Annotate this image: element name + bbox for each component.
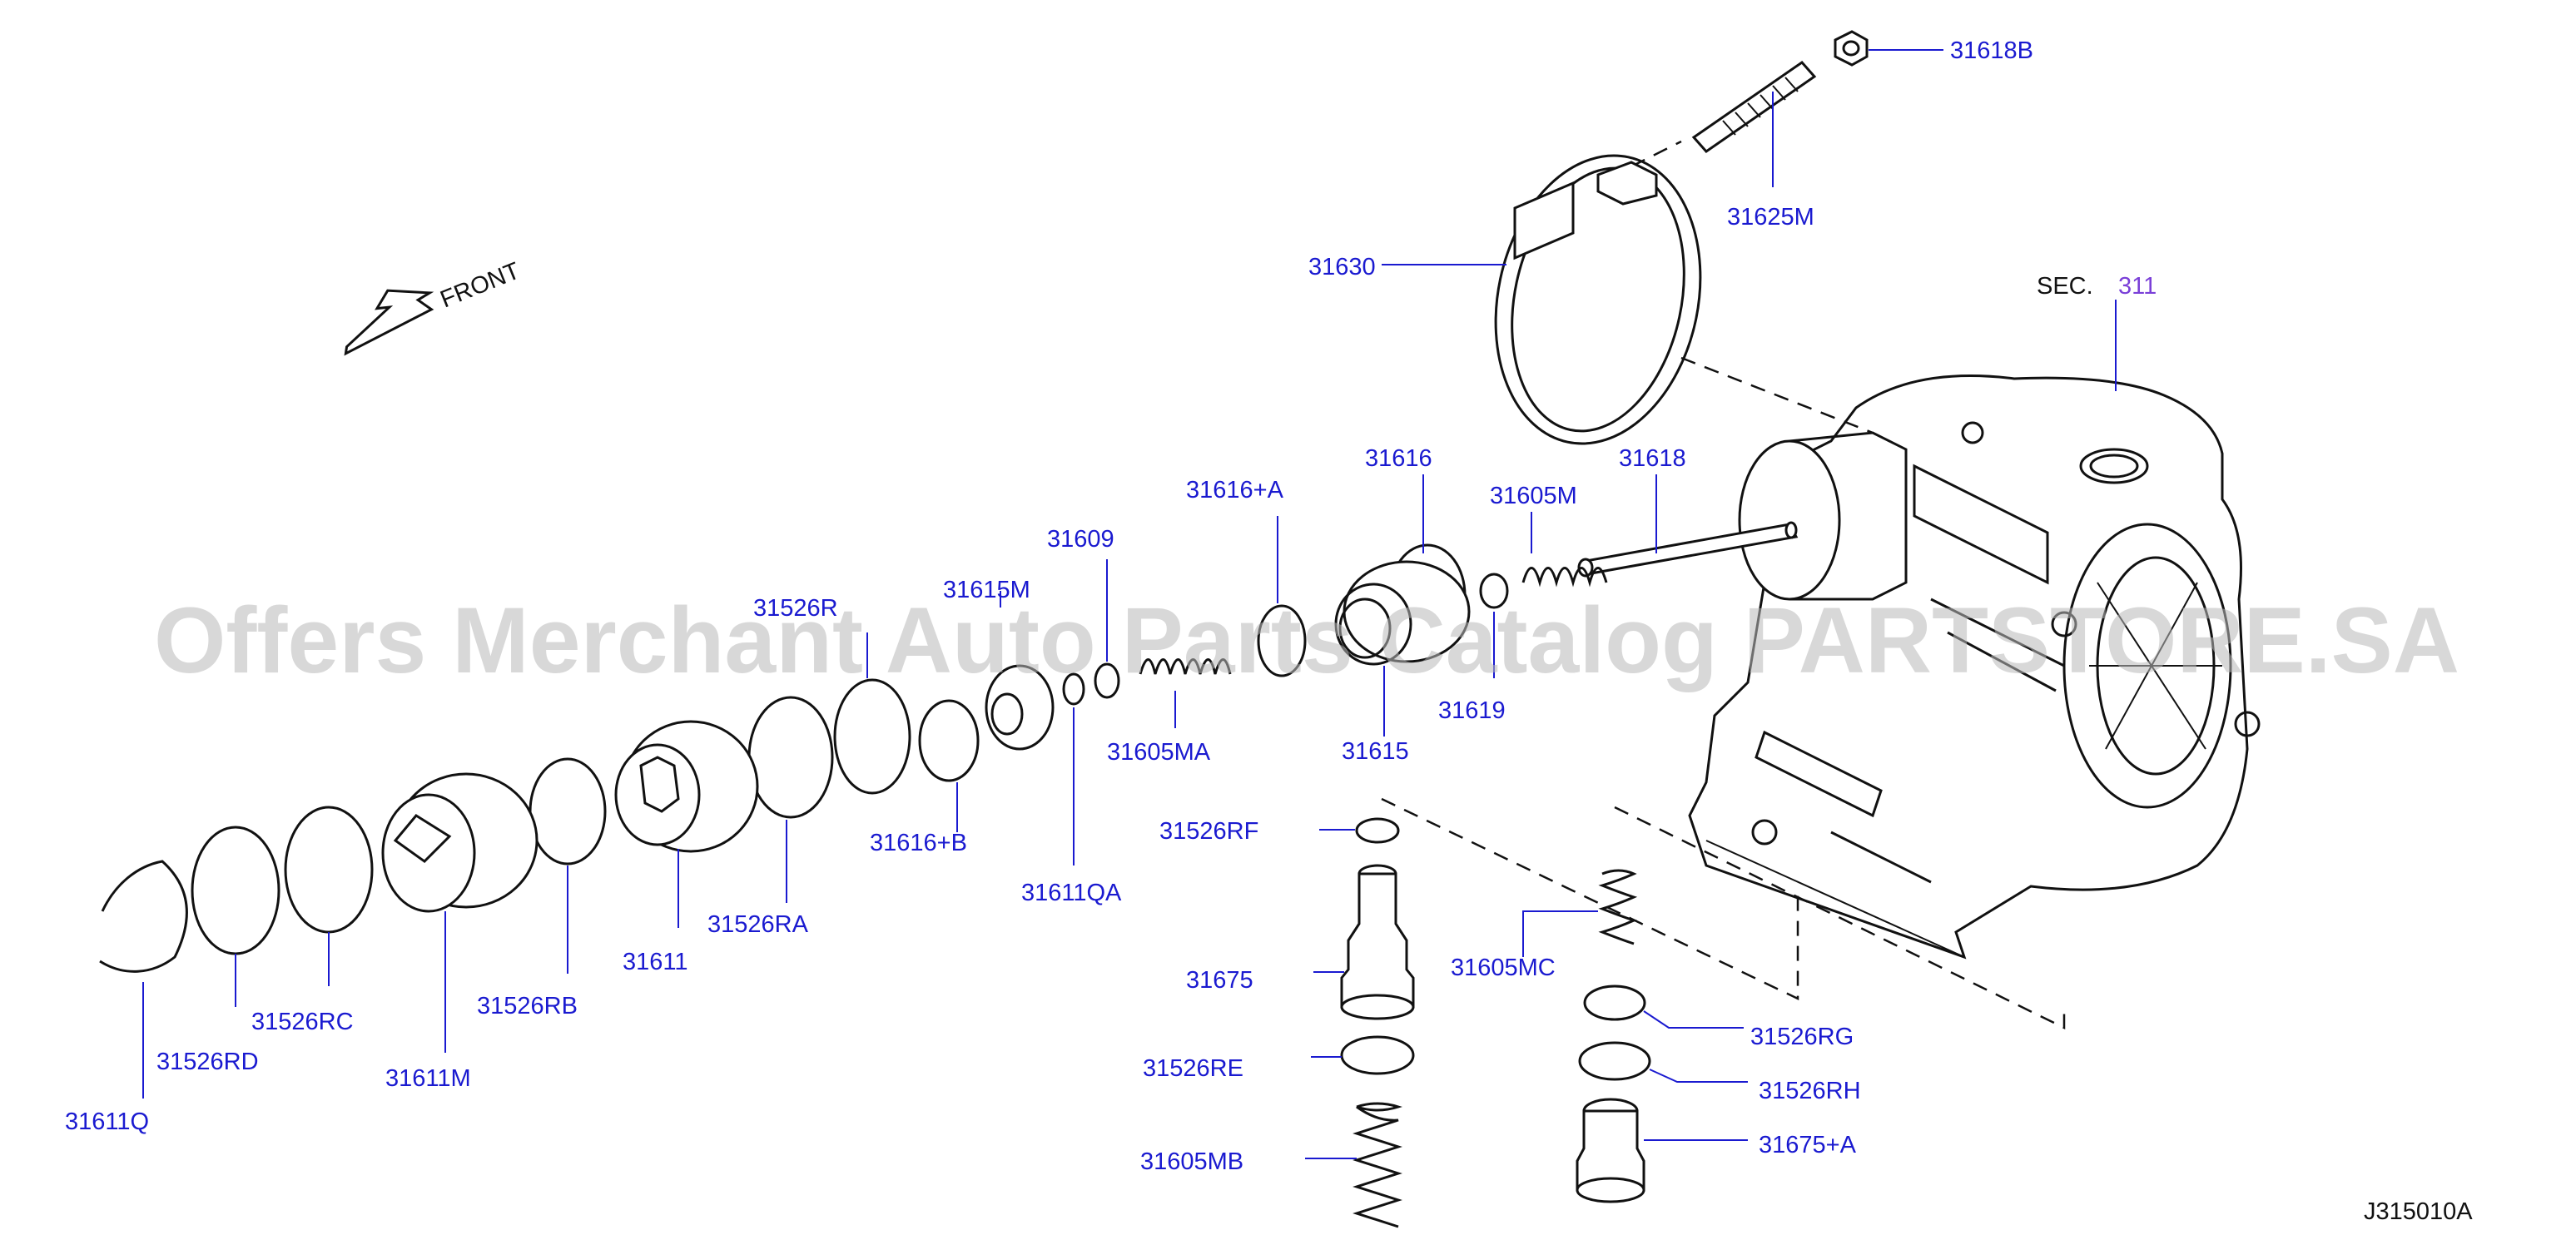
assembly-line-band <box>1680 356 1874 434</box>
callout-31526RF[interactable]: 31526RF <box>1159 818 1258 845</box>
part-31526R-seal[interactable] <box>833 678 911 795</box>
part-31611-piston[interactable] <box>614 720 759 853</box>
assembly-line-valve-1 <box>1381 797 1799 1000</box>
callout-31605M[interactable]: 31605M <box>1490 483 1577 509</box>
callout-31526RC[interactable]: 31526RC <box>251 1009 354 1035</box>
assembly-line-bolt <box>1630 140 1682 168</box>
part-31605MA-spring[interactable] <box>1139 658 1232 675</box>
leader-lines <box>142 49 2117 1159</box>
callout-31526RD[interactable]: 31526RD <box>156 1049 259 1075</box>
part-31630-band[interactable] <box>1470 136 1726 463</box>
callout-31616B[interactable]: 31616+B <box>870 830 967 856</box>
part-31526RA-seal[interactable] <box>747 696 834 819</box>
part-31605MB-spring[interactable] <box>1353 1102 1402 1228</box>
part-31526RF-oring[interactable] <box>1355 817 1400 844</box>
part-31609-washer[interactable] <box>1094 662 1120 699</box>
part-31611Q-snap-ring[interactable] <box>99 860 188 973</box>
part-31618B-nut[interactable] <box>1834 30 1869 67</box>
section-link-311[interactable]: 311 <box>2118 273 2157 300</box>
callout-31630[interactable]: 31630 <box>1308 254 1376 280</box>
part-31615M-retainer[interactable] <box>985 664 1055 751</box>
part-31605M-spring[interactable] <box>1521 567 1608 588</box>
transmission-housing <box>1688 374 2261 960</box>
part-31526RE-oring[interactable] <box>1340 1035 1415 1075</box>
callout-31605MA[interactable]: 31605MA <box>1107 739 1211 766</box>
part-31526RC-seal[interactable] <box>284 806 374 934</box>
part-31611QA-ring[interactable] <box>1062 672 1085 706</box>
part-31605MC-spring[interactable] <box>1598 869 1638 945</box>
front-label: FRONT <box>437 257 524 313</box>
part-31675A-plug[interactable] <box>1576 1098 1645 1203</box>
callout-31675[interactable]: 31675 <box>1186 967 1253 994</box>
callout-31619[interactable]: 31619 <box>1438 697 1506 724</box>
part-31526RG-oring[interactable] <box>1583 985 1646 1021</box>
callout-31526RB[interactable]: 31526RB <box>477 993 578 1019</box>
part-31615-piston[interactable] <box>1334 560 1471 666</box>
part-31616A-seal[interactable] <box>1257 604 1307 677</box>
callout-31675A[interactable]: 31675+A <box>1759 1132 1857 1158</box>
callout-31526RH[interactable]: 31526RH <box>1759 1078 1861 1104</box>
callout-31618[interactable]: 31618 <box>1619 445 1686 472</box>
callout-31611QA[interactable]: 31611QA <box>1021 880 1122 906</box>
callout-31615M[interactable]: 31615M <box>943 577 1030 603</box>
callout-31616A[interactable]: 31616+A <box>1186 477 1284 503</box>
callout-31618B[interactable]: 31618B <box>1950 37 2033 64</box>
callout-31611Q[interactable]: 31611Q <box>65 1109 149 1135</box>
part-31619-ring[interactable] <box>1479 573 1509 609</box>
callout-31625M[interactable]: 31625M <box>1727 204 1814 231</box>
part-31526RB-seal[interactable] <box>529 757 607 865</box>
section-prefix: SEC. <box>2037 273 2093 300</box>
callout-31526RG[interactable]: 31526RG <box>1750 1024 1854 1050</box>
part-31675-valve[interactable] <box>1340 864 1415 1020</box>
callout-31609[interactable]: 31609 <box>1047 526 1114 553</box>
part-31526RH-oring[interactable] <box>1578 1041 1651 1081</box>
callout-31605MB[interactable]: 31605MB <box>1140 1148 1243 1175</box>
diagram-code: J315010A <box>2364 1198 2473 1225</box>
callout-31611[interactable]: 31611 <box>623 949 688 975</box>
assembly-line-valve-2 <box>1614 806 2066 1030</box>
callout-31615[interactable]: 31615 <box>1342 738 1409 765</box>
part-31616B-seal[interactable] <box>918 699 980 782</box>
callout-31605MC[interactable]: 31605MC <box>1451 955 1556 981</box>
watermark: Offers Merchant Auto Parts Catalog PARTS… <box>154 588 2459 692</box>
front-arrow-icon <box>344 289 434 356</box>
part-31611M-drum[interactable] <box>381 772 539 913</box>
part-31625M-stud[interactable] <box>1691 61 1817 153</box>
part-31526RD-seal[interactable] <box>191 826 280 955</box>
callout-31611M[interactable]: 31611M <box>385 1065 471 1092</box>
callout-31526R[interactable]: 31526R <box>753 595 838 622</box>
callout-31616[interactable]: 31616 <box>1365 445 1432 472</box>
callout-31526RA[interactable]: 31526RA <box>707 911 809 938</box>
callout-31526RE[interactable]: 31526RE <box>1143 1055 1243 1082</box>
